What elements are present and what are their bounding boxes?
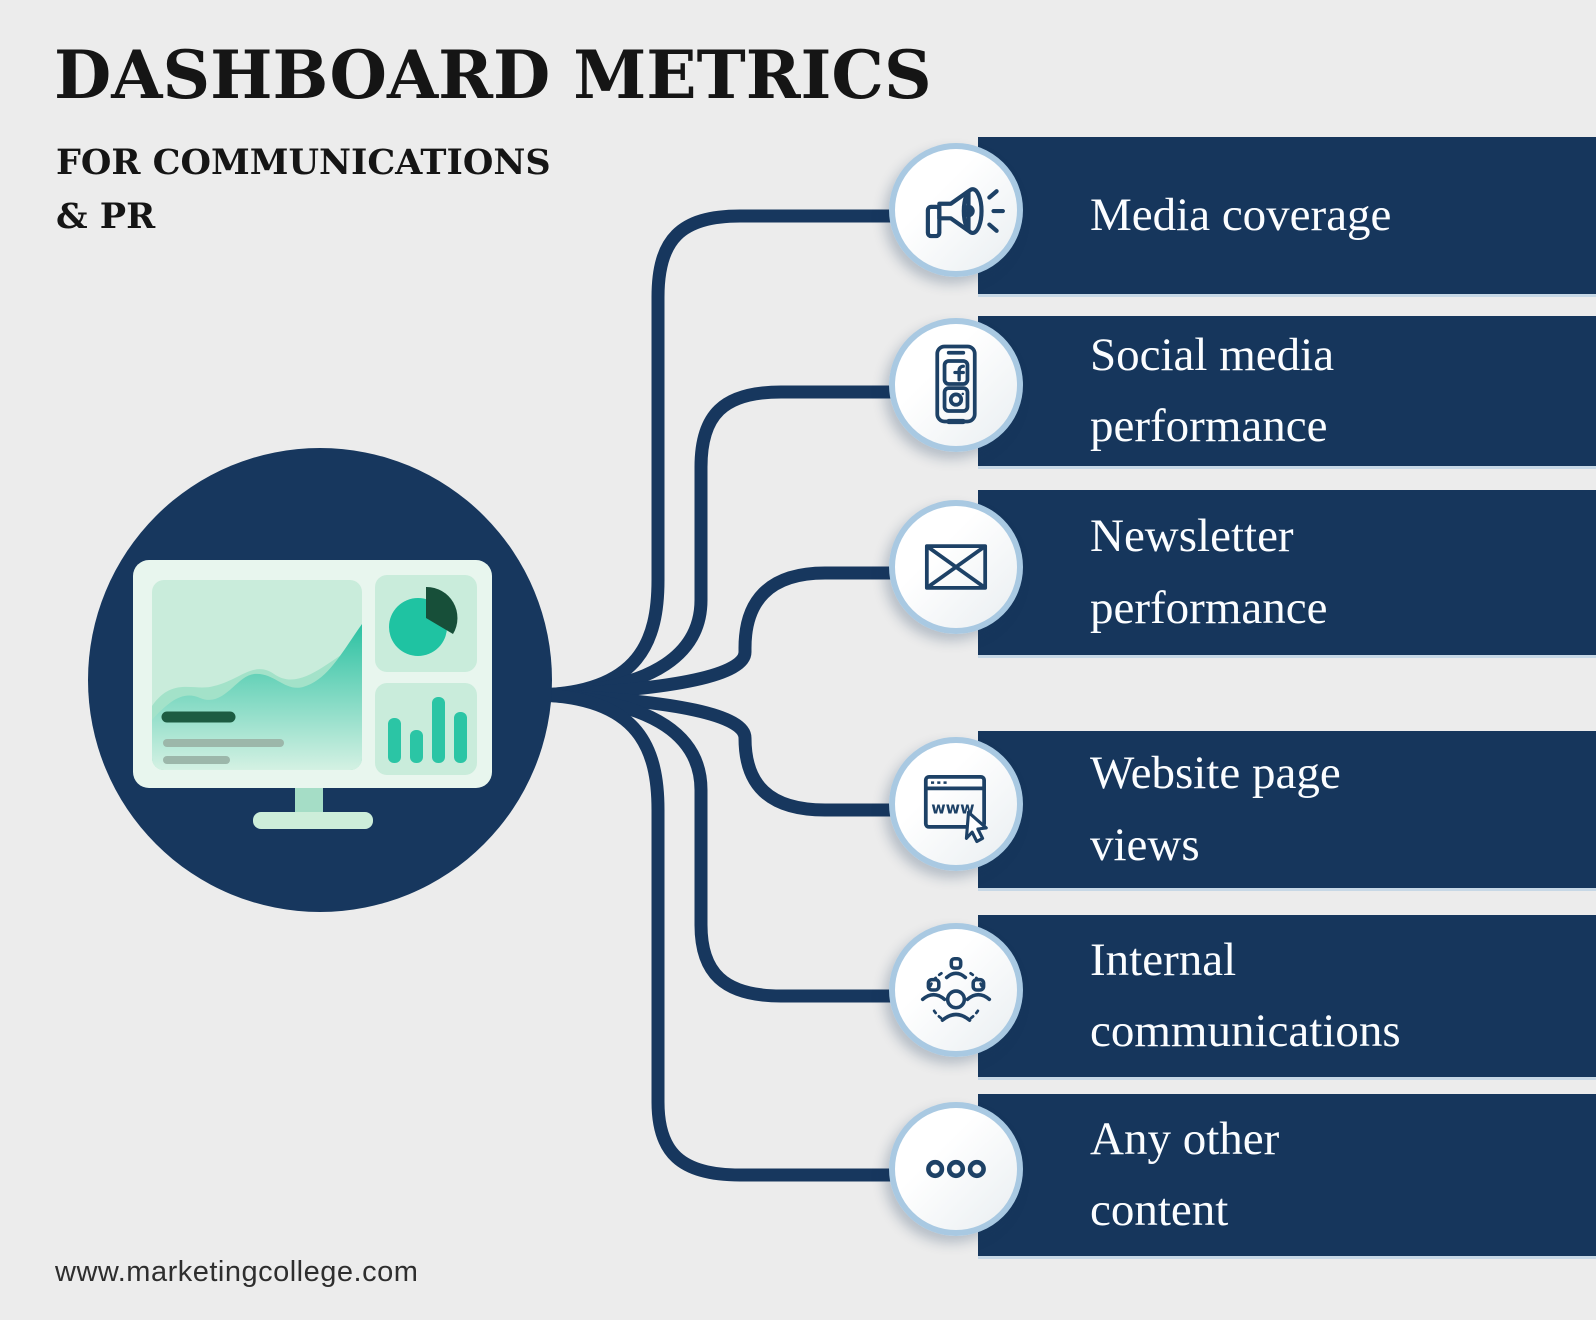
metric-row-internal-comms: Internal communications	[0, 915, 1596, 1077]
browser-www-icon: www	[889, 736, 1023, 871]
svg-text:www: www	[931, 799, 974, 817]
metric-row-website: www Website page views	[0, 731, 1596, 888]
metric-label: Newsletter performance	[1090, 510, 1328, 634]
metric-bar	[978, 490, 1596, 655]
page-title: DASHBOARD METRICS	[54, 36, 932, 114]
metric-row-media-coverage: Media coverage	[0, 137, 1596, 294]
dashboard-monitor-icon	[88, 448, 552, 912]
metric-label: Website page views	[1090, 747, 1341, 871]
hub-circle	[88, 448, 552, 912]
people-group-icon	[889, 923, 1023, 1057]
smartphone-social-icon	[889, 318, 1023, 452]
footer-url: www.marketingcollege.com	[55, 1256, 419, 1288]
metric-bar	[978, 915, 1596, 1077]
metric-label: Media coverage	[1090, 188, 1392, 241]
page-subtitle-line1: FOR COMMUNICATIONS	[56, 142, 551, 183]
metric-row-social-media: Social media performance	[0, 316, 1596, 466]
metric-label: Any other content	[1090, 1112, 1280, 1236]
megaphone-icon	[889, 142, 1023, 277]
page-subtitle-line2: & PR	[56, 196, 156, 238]
metric-bar	[978, 316, 1596, 466]
ellipsis-icon	[889, 1102, 1023, 1236]
metric-bar	[978, 1094, 1596, 1256]
envelope-icon	[889, 499, 1023, 634]
metric-bar	[978, 137, 1596, 294]
page-subtitle: FOR COMMUNICATIONS & PR	[56, 136, 551, 245]
metric-label: Internal communications	[1090, 933, 1401, 1057]
metric-label: Social media performance	[1090, 328, 1335, 452]
metric-bar	[978, 731, 1596, 888]
metric-row-other-content: Any other content	[0, 1094, 1596, 1256]
metric-row-newsletter: Newsletter performance	[0, 490, 1596, 655]
